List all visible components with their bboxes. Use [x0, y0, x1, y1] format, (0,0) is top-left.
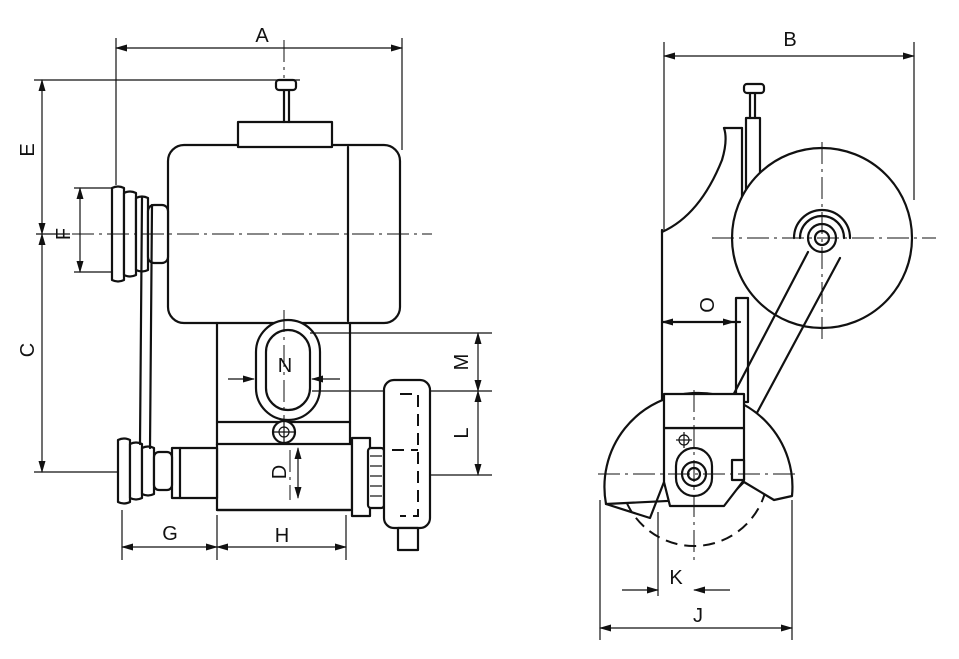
dim-label-D: D	[269, 465, 291, 479]
motor-end-shield	[660, 126, 727, 234]
dim-label-C: C	[17, 343, 39, 357]
adjustment-slot	[254, 318, 322, 422]
drive-belt	[138, 196, 144, 446]
output-shaft	[396, 526, 420, 552]
flange-fins	[366, 446, 386, 510]
side-dimensions: B O K J	[599, 29, 915, 640]
dim-label-F: F	[53, 228, 75, 240]
dim-label-L: L	[451, 427, 473, 438]
dim-label-J: J	[693, 605, 703, 627]
dim-label-H: H	[275, 525, 289, 547]
dim-label-A: A	[255, 25, 269, 47]
motor-top-plate	[236, 120, 334, 149]
dim-label-E: E	[17, 143, 39, 156]
dim-label-N: N	[278, 355, 292, 377]
dim-label-O: O	[697, 297, 719, 313]
front-dimensions: A E C F M L N D G	[17, 25, 492, 560]
dim-label-K: K	[669, 567, 683, 589]
gear-housing	[382, 378, 432, 530]
dim-label-M: M	[451, 354, 473, 371]
pump-boss	[170, 446, 219, 500]
dim-label-B: B	[783, 29, 796, 51]
dim-label-G: G	[162, 523, 178, 545]
side-view	[598, 82, 936, 560]
pump-pulley	[116, 437, 174, 505]
front-view	[72, 40, 432, 552]
motor-hub	[792, 208, 852, 254]
plunger-knob	[274, 78, 298, 124]
